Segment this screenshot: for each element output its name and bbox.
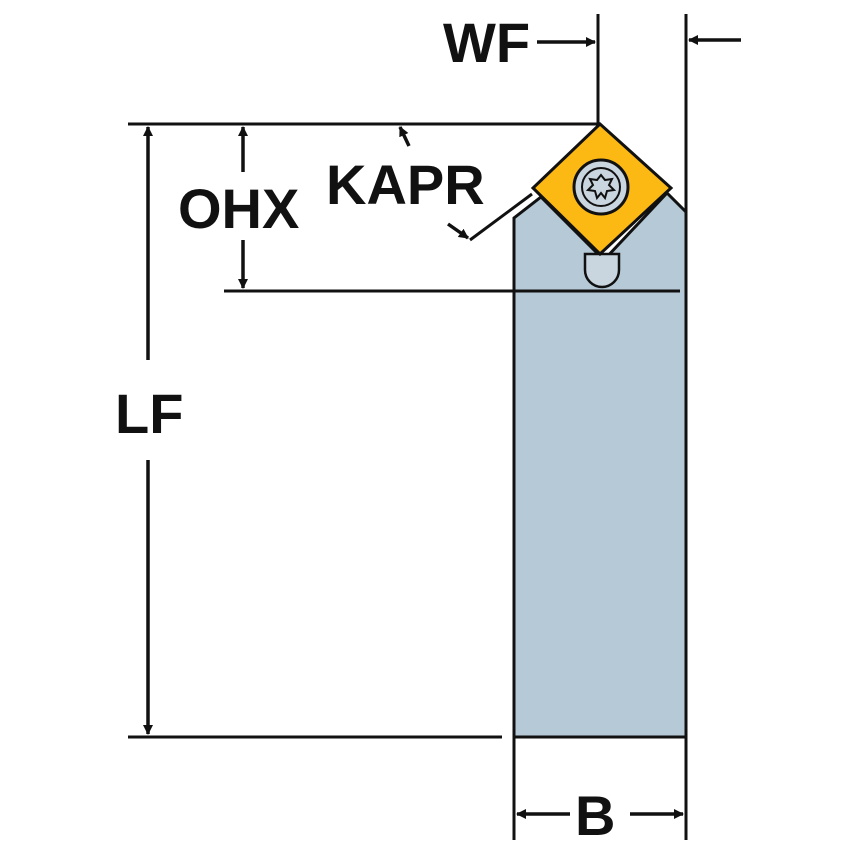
b-label: B xyxy=(575,784,615,847)
screw-inner-ring xyxy=(581,167,621,207)
torx-drive-icon xyxy=(585,173,617,201)
clamp-slot xyxy=(583,252,621,289)
lf-label: LF xyxy=(115,382,183,445)
kapr-label: KAPR xyxy=(326,153,485,216)
kapr-arrow-top xyxy=(398,126,411,147)
wf-label: WF xyxy=(443,11,530,74)
kapr-arrow-bottom xyxy=(446,222,470,240)
ohx-label: OHX xyxy=(178,177,299,240)
kapr-leader-line xyxy=(469,192,533,242)
